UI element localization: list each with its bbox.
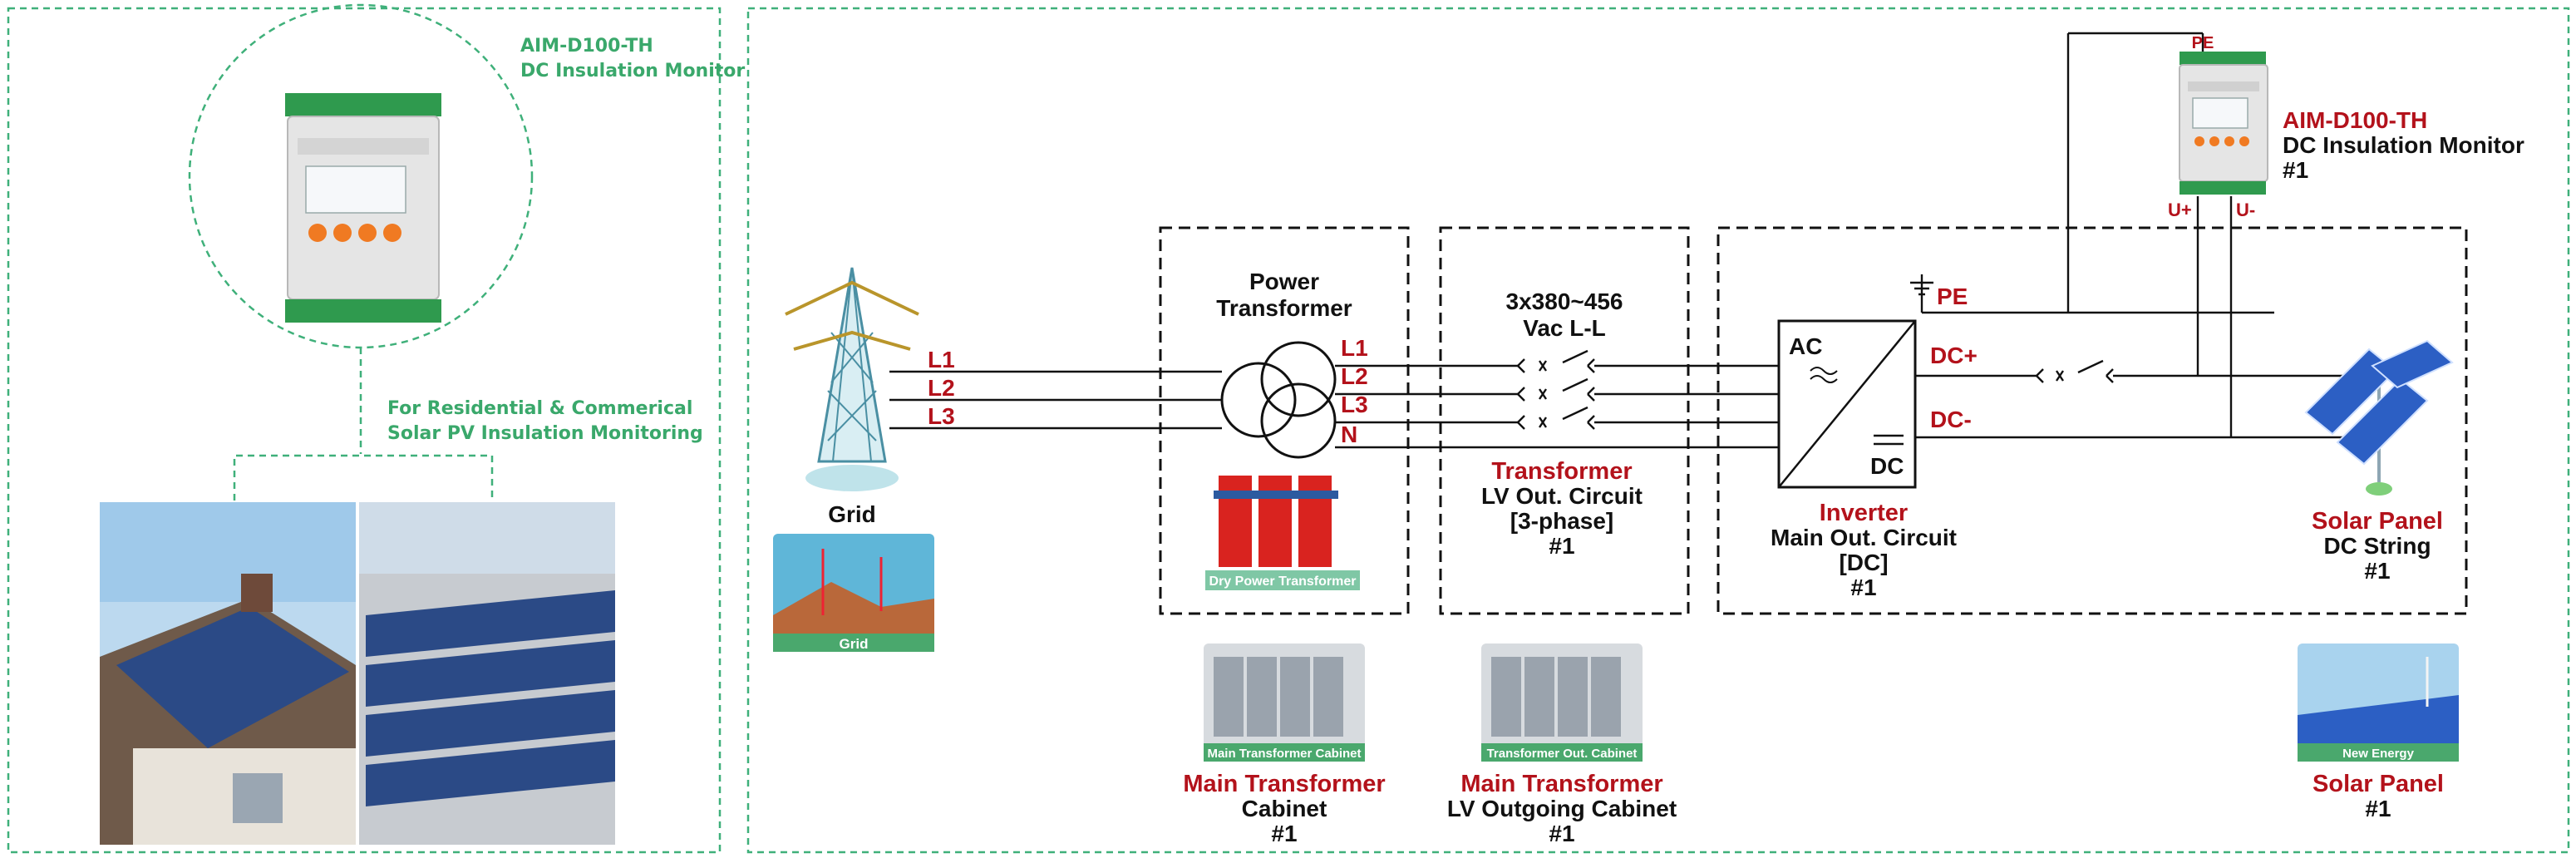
- monitor-description: DC Insulation Monitor: [2283, 132, 2524, 158]
- circuit-voltage: 3x380~456: [1506, 288, 1623, 314]
- inverter-ac-label: AC: [1789, 333, 1822, 359]
- inverter-line: Main Out. Circuit: [1771, 525, 1957, 550]
- dc-breaker-symbol: [2036, 359, 2114, 383]
- grid-photo: [773, 534, 934, 652]
- main-transformer-cabinet-photo: [1204, 644, 1365, 762]
- inverter-symbol: [1777, 319, 1917, 489]
- grid-label: Grid: [828, 501, 876, 527]
- three-phase-breaker-symbol: [1517, 349, 1595, 430]
- inverter-line: [DC]: [1839, 550, 1888, 575]
- solar-panel-icon: [2304, 339, 2454, 496]
- inverter-dc-label: DC: [1870, 453, 1904, 479]
- transformer-circuit-line: LV Out. Circuit: [1481, 483, 1643, 509]
- grid-line-label: L1: [928, 347, 955, 372]
- transformer-output-label: N: [1341, 422, 1357, 447]
- transformer-output-label: L1: [1341, 335, 1368, 361]
- monitor-pe-tag: PE: [2192, 34, 2214, 52]
- grid-line-label: L3: [928, 403, 955, 429]
- monitor-model: AIM-D100-TH: [2283, 107, 2427, 133]
- bottom-item-line: LV Outgoing Cabinet: [1447, 796, 1677, 821]
- power-transformer-title: Power: [1249, 269, 1319, 294]
- inverter-dc-minus: DC-: [1930, 407, 1972, 432]
- transformer-circuit-box: [1439, 226, 1690, 615]
- monitor-device-image: [285, 93, 441, 323]
- bottom-item-name: Solar Panel: [2312, 771, 2444, 797]
- dry-transformer-caption: Dry Power Transformer: [1209, 575, 1357, 589]
- solar-string-line: #1: [2364, 558, 2390, 584]
- bottom-item-line: #1: [1271, 821, 1297, 846]
- insulation-monitor-device: [2179, 52, 2268, 195]
- commercial-rooftop-photo: [359, 502, 615, 845]
- bottom-photo-caption: New Energy: [2342, 747, 2415, 761]
- bottom-item-line: #1: [2365, 796, 2391, 821]
- solar-string-name: Solar Panel: [2312, 508, 2443, 535]
- bottom-photo-caption: Transformer Out. Cabinet: [1487, 747, 1638, 761]
- transformer-output-label: L2: [1341, 363, 1368, 389]
- transformer-circuit-name: Transformer: [1491, 458, 1632, 485]
- grid-photo-caption: Grid: [840, 636, 869, 652]
- monitor-index: #1: [2283, 157, 2308, 183]
- application-line-1: For Residential & Commerical: [387, 398, 692, 419]
- residential-rooftop-photo: [100, 502, 356, 845]
- inverter-pe-label: PE: [1937, 284, 1968, 309]
- transformer-output-label: L3: [1341, 392, 1368, 417]
- ground-symbol: [1910, 274, 1933, 313]
- bottom-item-name: Main Transformer: [1460, 771, 1662, 797]
- power-transformer-box: [1159, 226, 1410, 615]
- product-title: AIM-D100-TH: [520, 36, 653, 57]
- bottom-item-line: #1: [1549, 821, 1574, 846]
- inverter-dc-plus: DC+: [1930, 343, 1978, 368]
- product-subtitle: DC Insulation Monitor: [520, 61, 745, 81]
- inverter-line: #1: [1850, 575, 1876, 600]
- inverter-circuit-box: [1717, 226, 2468, 615]
- monitor-u-plus: U+: [2168, 200, 2192, 220]
- transformer-out-cabinet-photo: [1481, 644, 1643, 762]
- bottom-item-name: Main Transformer: [1183, 771, 1385, 797]
- transformer-circuit-line: #1: [1549, 533, 1574, 559]
- power-transformer-title: Transformer: [1216, 295, 1352, 321]
- bottom-photo-caption: Main Transformer Cabinet: [1207, 747, 1361, 761]
- solar-string-line: DC String: [2323, 533, 2431, 559]
- bottom-item-line: Cabinet: [1242, 796, 1327, 821]
- right-panel-border: [746, 7, 2570, 854]
- transformer-symbol: [1220, 341, 1337, 459]
- application-line-2: Solar PV Insulation Monitoring: [387, 423, 703, 444]
- dry-transformer-photo: [1205, 476, 1360, 590]
- monitor-u-minus: U-: [2236, 200, 2255, 220]
- grid-line-label: L2: [928, 375, 955, 401]
- inverter-name: Inverter: [1820, 500, 1908, 526]
- transformer-circuit-line: [3-phase]: [1510, 508, 1613, 534]
- circuit-voltage: Vac L-L: [1523, 315, 1606, 341]
- new-energy-photo: [2298, 644, 2459, 762]
- left-panel-border: [7, 7, 722, 854]
- transmission-tower-icon: [785, 267, 919, 491]
